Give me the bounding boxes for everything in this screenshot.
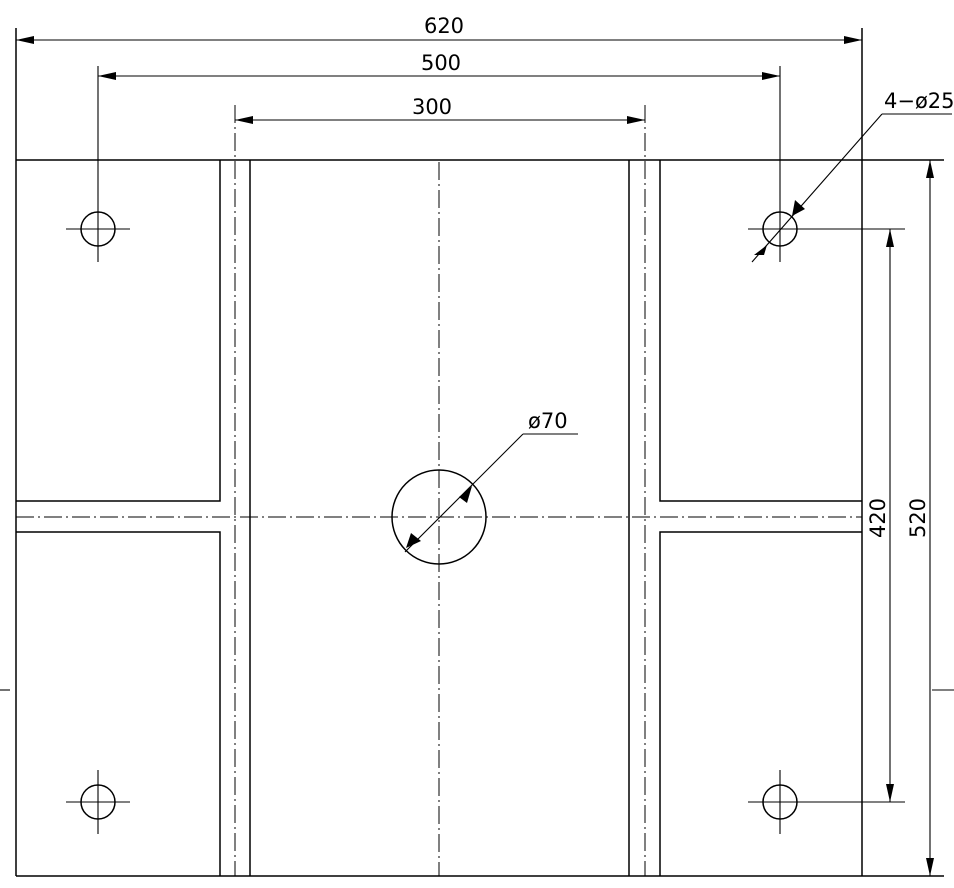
hole-top-left xyxy=(66,196,130,262)
leader-corner-holes: 4−ø25 xyxy=(751,89,954,263)
hole-top-right xyxy=(748,196,812,262)
dimension-inner-channel-width: 300 xyxy=(235,95,645,124)
dimension-hole-spacing-y: 420 xyxy=(866,229,894,802)
dimension-overall-width: 620 xyxy=(16,14,862,44)
leader-center-hole: ø70 xyxy=(404,409,578,553)
callout-center-hole: ø70 xyxy=(528,409,568,433)
center-lines xyxy=(0,105,954,876)
rib-lines xyxy=(16,160,862,876)
corner-holes xyxy=(66,196,812,834)
dimension-label-inner-channel-width: 300 xyxy=(412,95,452,119)
dimension-label-overall-height: 520 xyxy=(906,498,930,538)
callout-corner-holes: 4−ø25 xyxy=(884,89,954,113)
dimension-overall-height: 520 xyxy=(906,160,934,876)
dimension-label-hole-spacing-y: 420 xyxy=(866,498,890,538)
dimension-label-overall-width: 620 xyxy=(424,14,464,38)
plate-outline xyxy=(15,28,944,877)
center-hole xyxy=(391,469,487,565)
hole-bottom-left xyxy=(66,770,130,834)
dimension-label-hole-spacing-x: 500 xyxy=(421,51,461,75)
hole-bottom-right xyxy=(748,770,812,834)
dimension-hole-spacing-x: 500 xyxy=(98,51,780,80)
